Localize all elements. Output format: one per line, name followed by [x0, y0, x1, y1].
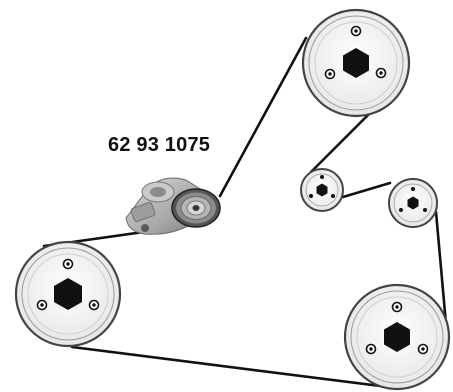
small-right-pulley — [388, 178, 438, 228]
hex-hub — [54, 278, 82, 310]
hex-hub — [316, 183, 328, 197]
top-right-pulley — [301, 8, 411, 118]
crankshaft-pulley-left — [14, 240, 122, 348]
small-idler-pulley — [300, 168, 344, 212]
belt-segment-small-right-to-crank-right — [434, 210, 449, 337]
hex-hub — [407, 196, 419, 210]
crankshaft-pulley-right — [343, 283, 451, 391]
belt-segment-idler-to-small-right — [341, 181, 392, 199]
hex-hub — [343, 48, 369, 78]
belt-segment-top-pulley-to-tensioner — [218, 36, 308, 198]
tensioner-assembly — [125, 177, 221, 235]
part-number-label: 62 93 1075 — [108, 134, 211, 156]
hex-hub — [384, 322, 410, 352]
tensioner-pulley — [171, 188, 221, 228]
belt-segment-crank-right-to-crank-left — [70, 345, 390, 389]
